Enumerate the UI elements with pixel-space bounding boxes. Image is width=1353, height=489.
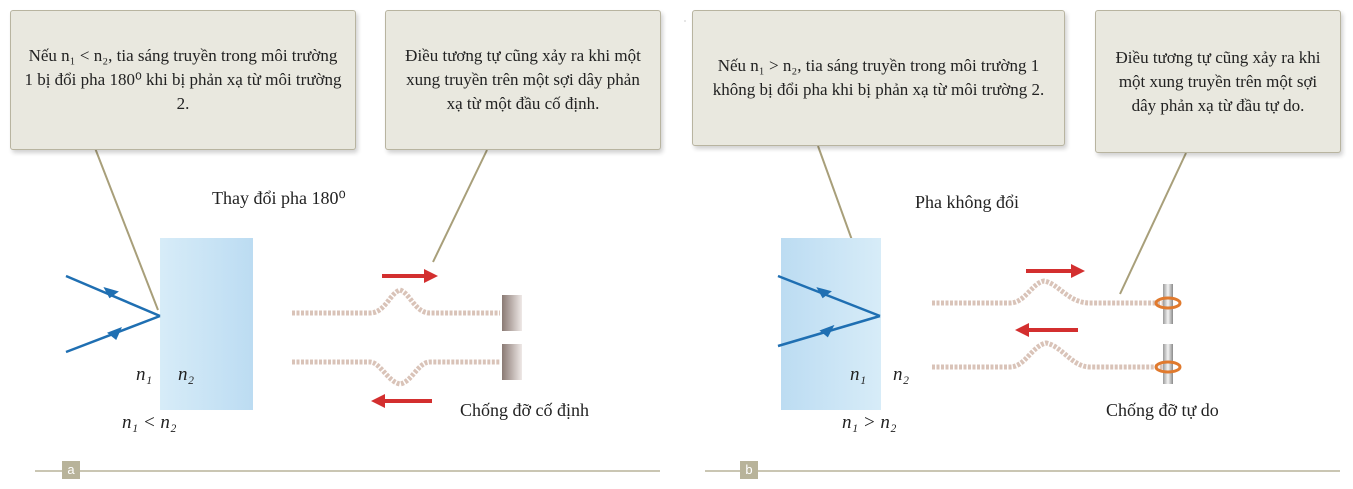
callout-a-left: Nếu n₁ < n₂, tia sáng truyền trong môi t…: [10, 10, 356, 150]
callout-b-right-leader: [1119, 152, 1187, 295]
light-rays-a: [65, 274, 161, 354]
callout-a-right: Điều tương tự cũng xảy ra khi một xung t…: [385, 10, 661, 150]
medium-1-block-b: [781, 238, 881, 410]
pulse-arrow-right-b: [1026, 264, 1085, 278]
n2-label-a: n₂: [178, 364, 195, 385]
phase-unchanged-label-b: Pha không đổi: [915, 192, 1020, 212]
free-support-pole-top: [1163, 284, 1173, 324]
relation-label-a: n₁ < n₂: [122, 412, 177, 433]
callout-a-right-leader: [432, 149, 488, 263]
pulse-arrow-left-a: [371, 394, 432, 408]
incident-arrowhead-b: [819, 324, 835, 338]
pulse-arrow-left-b: [1015, 323, 1078, 337]
pulse-arrow-right-a: [382, 269, 438, 283]
callout-a-left-text: Nếu n₁ < n₂, tia sáng truyền trong môi t…: [24, 46, 342, 113]
fixed-support-bottom: [502, 344, 522, 380]
panel-a-badge: a: [62, 461, 80, 479]
callout-b-left-text: Nếu n₁ > n₂, tia sáng truyền trong môi t…: [712, 56, 1045, 99]
rope-reflected-a: [292, 359, 500, 387]
n2-label-b: n₂: [893, 364, 910, 385]
reflected-arrowhead-a: [103, 287, 119, 299]
n1-label-a: n₁: [136, 364, 153, 385]
n1-label-b: n₁: [850, 364, 867, 385]
fixed-support-label: Chống đỡ cố định: [460, 400, 590, 420]
callout-b-left: Nếu n₁ > n₂, tia sáng truyền trong môi t…: [692, 10, 1065, 146]
callout-b-right: Điều tương tự cũng xảy ra khi một xung t…: [1095, 10, 1341, 153]
rope-reflected-b: [932, 340, 1170, 370]
callout-b-right-text: Điều tương tự cũng xảy ra khi một xung t…: [1115, 47, 1321, 115]
phase-change-label-a: Thay đổi pha 180⁰: [212, 188, 346, 208]
panel-b-badge: b: [740, 461, 758, 479]
reflected-arrowhead-b: [816, 287, 832, 299]
medium-2-block-a: [160, 238, 253, 410]
callout-a-left-leader: [94, 147, 159, 311]
callout-a-right-text: Điều tương tự cũng xảy ra khi một xung t…: [405, 46, 641, 113]
free-support-label: Chống đỡ tự do: [1106, 400, 1219, 420]
fixed-support-top: [502, 295, 522, 331]
relation-label-b: n₁ > n₂: [842, 412, 897, 433]
free-support-ring-top: [1154, 296, 1182, 310]
free-support-ring-bottom: [1154, 360, 1182, 374]
incident-arrowhead-a: [107, 327, 122, 340]
rope-incident-a: [292, 287, 500, 316]
rope-incident-b: [932, 278, 1170, 306]
free-support-pole-bottom: [1163, 344, 1173, 384]
